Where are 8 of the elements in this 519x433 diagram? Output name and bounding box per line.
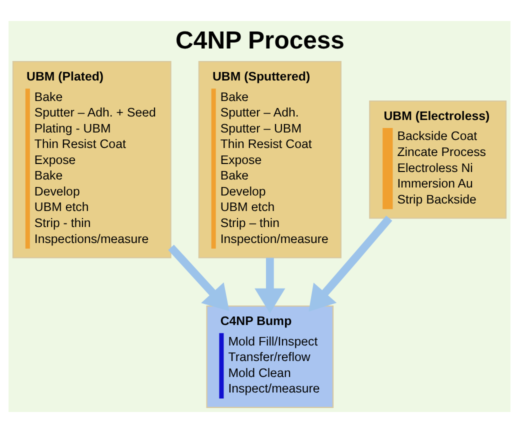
arrow bbox=[308, 216, 392, 312]
arrow bbox=[254, 258, 286, 314]
arrow bbox=[168, 244, 230, 312]
node-box: UBM (Sputtered) Bake Sputter – Adh. Sputter – UBM Thin Resist Coat Expose Bake Develop UBM etch Strip – thin Inspection/measure bbox=[198, 61, 342, 258]
node-box: C4NP Bump Mold Fill/Inspect Transfer/reflow Mold Clean Inspect/measure bbox=[206, 306, 334, 408]
node-box: UBM (Electroless) Backside Coat Zincate Process Electroless Ni Immersion Au Strip Backside bbox=[369, 100, 507, 219]
node-box: UBM (Plated) Bake Sputter – Adh. + Seed Plating - UBM Thin Resist Coat Expose Bake Develop UBM etch Strip - thin Inspections/measure bbox=[12, 61, 172, 258]
diagram-title: C4NP Process bbox=[176, 28, 344, 55]
